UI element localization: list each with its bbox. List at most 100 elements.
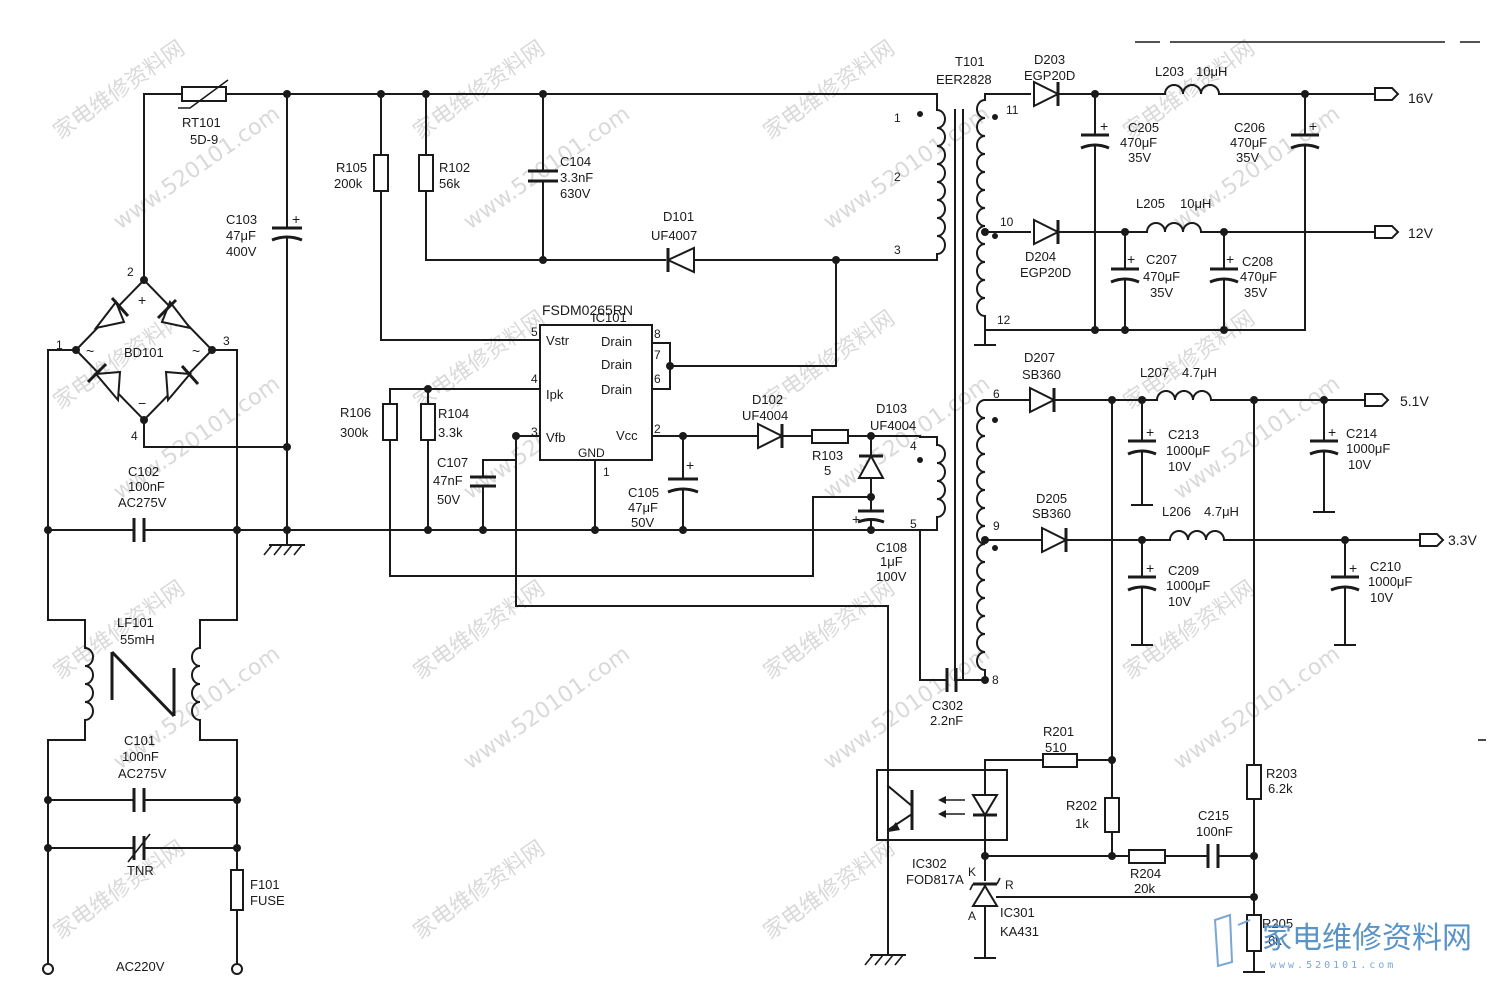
c302-value: 2.2nF (930, 713, 963, 728)
watermark-text: www.520101.com (819, 641, 995, 774)
c209-value2: 10V (1168, 594, 1191, 609)
c108-value2: 100V (876, 569, 907, 584)
ic301-value: KA431 (1000, 924, 1039, 939)
ic101-pinnum1: 1 (603, 465, 610, 479)
ic101-pin-ipk: Ipk (546, 387, 564, 402)
capacitor-c107: C107 47nF 50V (433, 455, 517, 534)
ground-primary (263, 529, 305, 556)
r205-value: 6k (1268, 933, 1282, 948)
c206-plus: + (1309, 118, 1317, 134)
t101-pin4: 4 (910, 439, 917, 453)
c108-value1: 1μF (880, 554, 903, 569)
watermark-text: www.520101.com (459, 101, 635, 234)
r102-label: R102 (439, 160, 470, 175)
optocoupler-ic302: IC302 FOD817A (876, 759, 1008, 887)
r204-label: R204 (1130, 866, 1161, 881)
c107-value1: 47nF (433, 473, 463, 488)
l205-value: 10μH (1180, 196, 1211, 211)
c102-label: C102 (128, 464, 159, 479)
transformer-aux-winding: 4 5 (910, 436, 946, 531)
t101-pin2: 2 (894, 170, 901, 184)
bd101-pin4: 4 (131, 429, 138, 443)
c213-label: C213 (1168, 427, 1199, 442)
c107-value2: 50V (437, 492, 460, 507)
d102-value: UF4004 (742, 408, 788, 423)
ic301-pin-a: A (968, 909, 976, 923)
c105-value2: 50V (631, 515, 654, 530)
t101-pin1: 1 (894, 111, 901, 125)
c104-value2: 630V (560, 186, 591, 201)
c210-value1: 1000μF (1368, 574, 1412, 589)
c208-value2: 35V (1244, 285, 1267, 300)
d205-value: SB360 (1032, 506, 1071, 521)
watermark-text: 家电维修资料网 (409, 36, 550, 145)
d101-value: UF4007 (651, 228, 697, 243)
c214-label: C214 (1346, 426, 1377, 441)
bd101-minus: − (138, 395, 146, 411)
rt101-label: RT101 (182, 115, 221, 130)
c213-value2: 10V (1168, 459, 1191, 474)
c208-plus: + (1226, 251, 1234, 267)
ic101-pinnum5: 5 (531, 325, 538, 339)
c207-label: C207 (1146, 252, 1177, 267)
resistor-r105: R105 200k (334, 93, 541, 341)
c210-plus: + (1349, 560, 1357, 576)
c208-label: C208 (1242, 254, 1273, 269)
r202-label: R202 (1066, 798, 1097, 813)
c108-plus: + (852, 511, 860, 527)
r104-value: 3.3k (438, 425, 463, 440)
t101-value: EER2828 (936, 72, 992, 87)
ac-input-section: C101 100nF AC275V TNR F101 FUSE AC220V (42, 733, 285, 975)
ic101-pinnum7: 7 (654, 348, 661, 362)
d207-label: D207 (1024, 350, 1055, 365)
capacitor-c103: + C103 47μF 400V (226, 93, 303, 534)
ic101-value: FSDM0265RN (542, 302, 633, 318)
c108-label: C108 (876, 540, 907, 555)
r104-label: R104 (438, 406, 469, 421)
t101-pin5: 5 (910, 517, 917, 531)
ic101-pin-vcc: Vcc (616, 428, 638, 443)
d207-value: SB360 (1022, 367, 1061, 382)
ic101-pinnum8: 8 (654, 327, 661, 341)
c213-plus: + (1146, 424, 1154, 440)
d102-label: D102 (752, 392, 783, 407)
c214-plus: + (1328, 424, 1336, 440)
d205-label: D205 (1036, 491, 1067, 506)
ic101-fsdm0265rn: IC101 FSDM0265RN Vstr Drain Drain Drain … (389, 302, 889, 831)
output-5v1: D207 SB360 L207 4.7μH + C213 1000μF 10V … (1022, 350, 1429, 513)
transformer-secondary: 11 10 12 6 9 8 (974, 93, 1306, 687)
ic302-label: IC302 (912, 856, 947, 871)
ic301-pin-r: R (1005, 878, 1014, 892)
r105-label: R105 (336, 160, 367, 175)
ac220-label: AC220V (116, 959, 165, 974)
ic101-label: IC101 (592, 310, 627, 325)
c105-value1: 47μF (628, 500, 658, 515)
drain-net (666, 259, 837, 370)
ic301-label: IC301 (1000, 905, 1035, 920)
c302-label: C302 (932, 698, 963, 713)
watermark-text: 家电维修资料网 (49, 576, 190, 685)
l206-value: 4.7μH (1204, 504, 1239, 519)
bd101-ac1: ~ (86, 343, 94, 359)
transformer-core: T101 EER2828 (936, 54, 992, 681)
c205-value1: 470μF (1120, 135, 1157, 150)
c208-value1: 470μF (1240, 269, 1277, 284)
t101-pin10: 10 (1000, 215, 1014, 229)
ic101-pinnum2: 2 (654, 422, 661, 436)
logo-text: 家电维修资料网 (1262, 921, 1472, 956)
d103-label: D103 (876, 401, 907, 416)
c105-label: C105 (628, 485, 659, 500)
c205-value2: 35V (1128, 150, 1151, 165)
capacitor-c108: + C108 1μF 100V (852, 496, 907, 584)
resistor-r103: R103 5 (811, 429, 921, 478)
watermark-text: 家电维修资料网 (49, 836, 190, 945)
capacitor-c105: + C105 47μF 50V (628, 435, 699, 534)
capacitor-c104: C104 3.3nF 630V (528, 93, 593, 264)
out-5v1-label: 5.1V (1400, 393, 1429, 409)
r201-value: 510 (1045, 740, 1067, 755)
shunt-regulator-ic301: K R A IC301 KA431 (968, 865, 1039, 959)
diode-d103: D103 UF4004 (812, 401, 916, 501)
c214-value1: 1000μF (1346, 441, 1390, 456)
l207-label: L207 (1140, 365, 1169, 380)
border-marks (1135, 41, 1486, 741)
